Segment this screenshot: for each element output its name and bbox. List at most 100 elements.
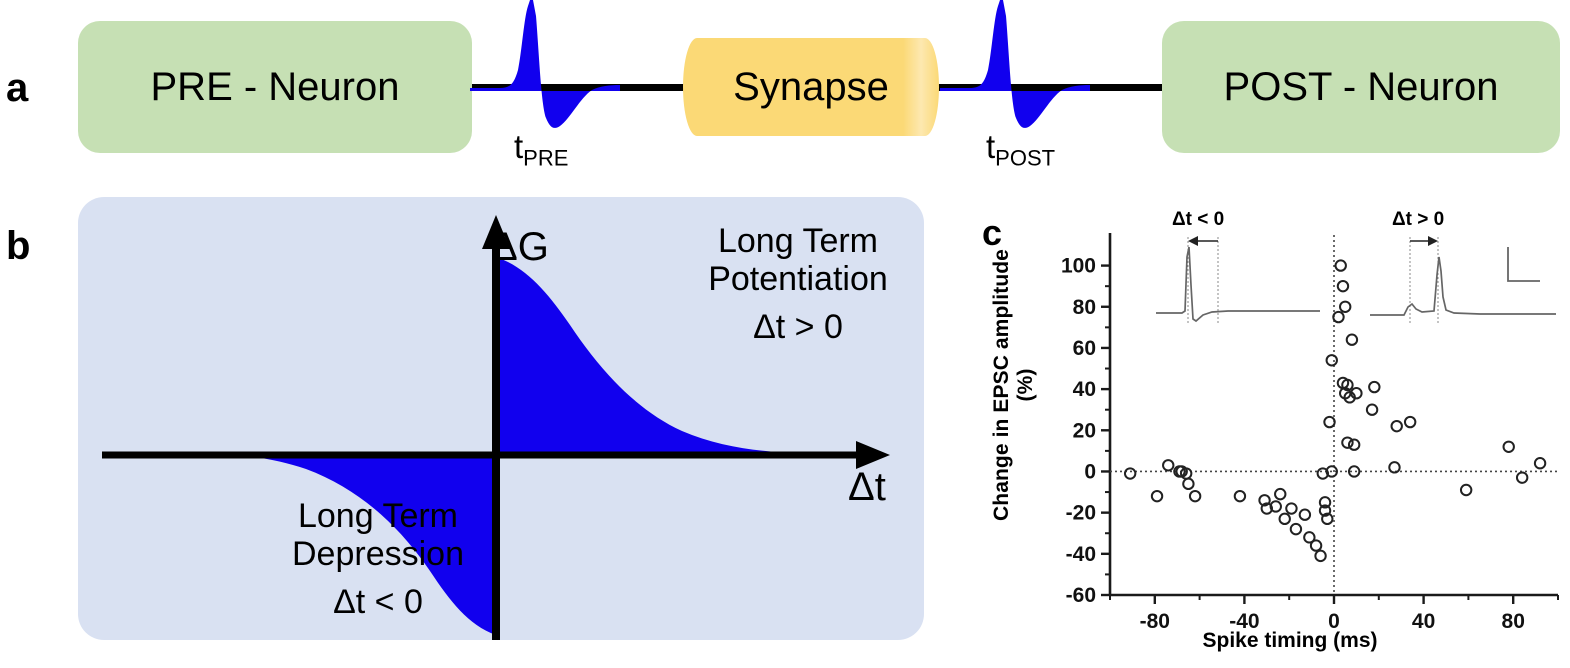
data-point — [1347, 465, 1361, 478]
post-neuron-label: POST - Neuron — [1223, 64, 1499, 109]
y-tick-label: 100 — [1061, 255, 1096, 278]
y-axis-arrowhead — [482, 215, 510, 249]
data-point — [1390, 419, 1403, 433]
data-point — [1325, 354, 1338, 367]
stdp-schematic-card: ΔG Δt Long Term Potentiation Δt > 0 Long… — [78, 197, 924, 640]
data-point — [1341, 436, 1354, 449]
data-point — [1258, 494, 1271, 507]
y-tick-label: 80 — [1073, 296, 1096, 319]
data-point — [1339, 300, 1352, 313]
x-tick-label: -80 — [1140, 610, 1170, 633]
ltp-condition: Δt > 0 — [753, 308, 843, 347]
data-point — [1336, 279, 1350, 293]
t-post-label: tPOST — [986, 128, 1055, 172]
data-point — [1162, 459, 1175, 472]
data-point — [1388, 461, 1401, 474]
axis-label-delta-g: ΔG — [491, 225, 549, 269]
data-point — [1323, 415, 1336, 429]
data-point — [1309, 539, 1323, 552]
y-tick-label: 60 — [1073, 337, 1096, 360]
panel-b: b ΔG Δt Long Term Potentiation Δt > 0 Lo… — [0, 185, 940, 655]
ltd-line2: Depression — [292, 535, 464, 574]
panel-a-letter: a — [6, 66, 29, 110]
data-point — [1459, 483, 1473, 497]
data-point — [1341, 378, 1354, 392]
t-pre-base: t — [514, 128, 524, 165]
stdp-curve-plot — [102, 215, 890, 640]
data-point — [1233, 489, 1247, 503]
spike-waveform-pre-icon — [470, 0, 620, 128]
data-point — [1298, 508, 1312, 521]
inset-trace-positive-dt — [1370, 236, 1556, 323]
panel-a: a PRE - Neuron Synapse POST - Neuron tPR… — [0, 0, 1570, 185]
panel-c: c -60 -40 -20 0 20 40 60 80 100 -80 -40 0 40 80 Chang… — [960, 185, 1570, 668]
y-tick-label: -20 — [1066, 502, 1096, 525]
data-point — [1365, 403, 1379, 416]
ltd-annotation: Long Term Depression Δt < 0 — [228, 497, 528, 621]
panel-c-letter: c — [982, 212, 1003, 253]
x-axis-arrowhead — [856, 441, 890, 469]
data-point — [1533, 457, 1547, 470]
ltd-area — [144, 453, 496, 635]
x-tick-label: 0 — [1328, 610, 1340, 633]
x-tick-label: 40 — [1412, 610, 1435, 633]
data-point — [1318, 504, 1332, 517]
ltd-condition: Δt < 0 — [333, 583, 423, 622]
y-tick-label: 0 — [1084, 460, 1096, 483]
inset-label-positive-dt: Δt > 0 — [1392, 209, 1445, 230]
data-point — [1150, 489, 1164, 503]
t-pre-label: tPRE — [514, 128, 568, 172]
data-point — [1325, 465, 1338, 478]
data-point — [1321, 512, 1334, 526]
data-point — [1345, 333, 1359, 346]
y-tick-label: -60 — [1066, 584, 1096, 607]
x-tick-label: 80 — [1502, 610, 1525, 633]
y-tick-label: 40 — [1073, 378, 1096, 401]
synapse-cylinder: Synapse — [683, 38, 939, 136]
ltp-annotation: Long Term Potentiation Δt > 0 — [638, 222, 958, 346]
data-point — [1403, 415, 1417, 429]
data-point — [1334, 259, 1347, 272]
panel-b-letter: b — [6, 224, 31, 268]
axis-label-delta-t: Δt — [848, 465, 886, 509]
post-neuron-box: POST - Neuron — [1162, 21, 1560, 153]
y-tick-label: -40 — [1066, 543, 1096, 566]
data-point — [1368, 380, 1381, 394]
ltp-area — [496, 257, 850, 455]
y-axis-title: Change in EPSC amplitude (%) — [990, 249, 1037, 521]
data-point — [1502, 440, 1515, 453]
data-point — [1314, 549, 1327, 563]
data-point — [1318, 496, 1332, 509]
t-post-sub: POST — [995, 145, 1056, 171]
axon-segment-post — [931, 84, 1169, 91]
ltp-line2: Potentiation — [708, 260, 888, 299]
t-pre-sub: PRE — [523, 145, 569, 171]
axon-segment-pre — [466, 84, 692, 91]
ltp-line1: Long Term — [717, 222, 879, 260]
pre-neuron-box: PRE - Neuron — [78, 21, 472, 153]
data-point — [1123, 467, 1137, 480]
data-point — [1289, 522, 1303, 536]
data-point — [1188, 489, 1202, 503]
pre-neuron-label: PRE - Neuron — [150, 64, 400, 109]
data-point — [1285, 502, 1298, 515]
y-tick-label: 20 — [1073, 419, 1096, 442]
ltd-line1: Long Term — [297, 497, 459, 535]
data-point — [1350, 387, 1363, 400]
data-point — [1274, 487, 1287, 501]
data-point — [1182, 477, 1195, 491]
data-point — [1269, 500, 1282, 513]
t-post-base: t — [986, 128, 996, 165]
x-axis-title: Spike timing (ms) — [1202, 629, 1378, 652]
data-point — [1347, 438, 1361, 451]
inset-trace-negative-dt — [1156, 236, 1320, 323]
data-point — [1303, 531, 1316, 544]
spike-waveform-post-icon — [940, 0, 1090, 128]
inset-scale-bar — [1507, 247, 1540, 282]
epsc-scatter-plot: -60 -40 -20 0 20 40 60 80 100 -80 -40 0 40 80 — [1061, 233, 1559, 633]
x-tick-label: -40 — [1229, 610, 1259, 633]
synapse-label: Synapse — [733, 64, 889, 109]
data-point — [1278, 512, 1291, 526]
data-point — [1332, 310, 1345, 324]
inset-label-negative-dt: Δt < 0 — [1172, 209, 1225, 230]
